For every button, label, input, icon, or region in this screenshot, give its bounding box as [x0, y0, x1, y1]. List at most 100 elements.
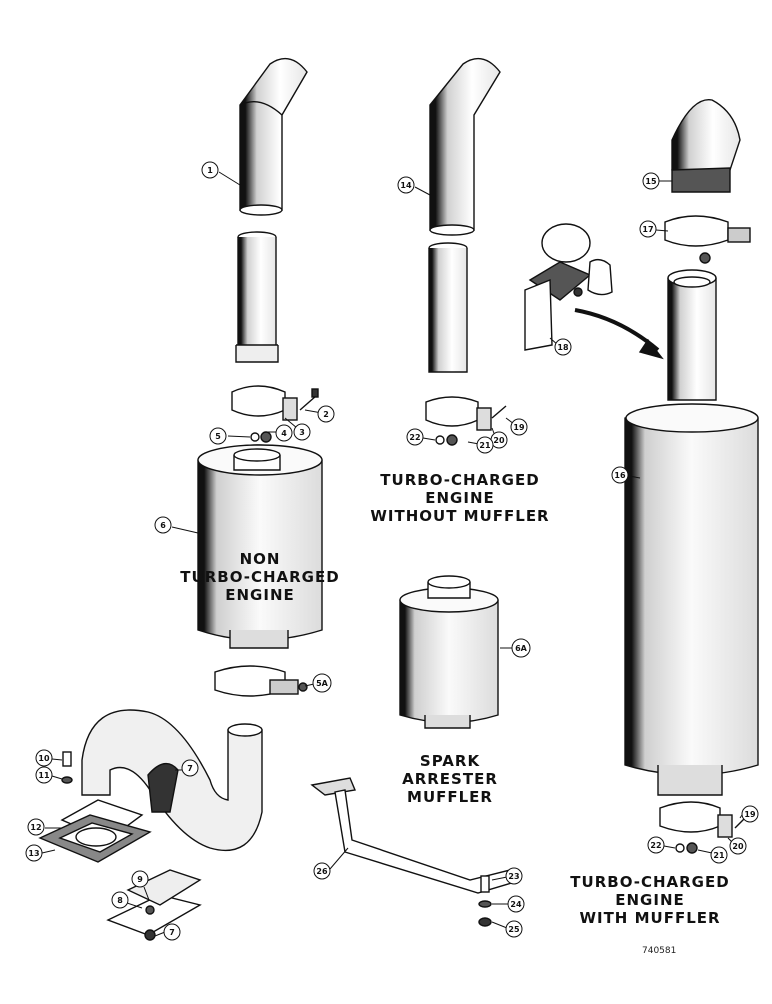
caption-line: NON — [239, 550, 281, 568]
svg-text:1: 1 — [207, 166, 213, 175]
svg-text:20: 20 — [732, 842, 744, 851]
caption-line: TURBO-CHARGED — [180, 568, 340, 586]
svg-text:15: 15 — [645, 177, 657, 186]
callout-26: 26 — [313, 847, 349, 880]
caption-line: ENGINE — [615, 891, 685, 909]
svg-text:11: 11 — [38, 771, 50, 780]
svg-text:10: 10 — [38, 754, 50, 763]
svg-text:8: 8 — [117, 896, 123, 905]
svg-text:12: 12 — [30, 823, 41, 832]
callout-22-lower: 22 — [647, 836, 676, 854]
svg-text:21: 21 — [713, 851, 725, 860]
caption-line: WITH MUFFLER — [579, 909, 721, 927]
callout-18: 18 — [549, 337, 572, 356]
caption-line: SPARK — [419, 752, 481, 770]
muffler-16 — [624, 269, 759, 796]
arrow-pointer — [574, 308, 664, 360]
svg-text:7: 7 — [169, 928, 175, 937]
exhaust-stack-upper-14 — [429, 57, 501, 236]
callout-7b: 7 — [154, 923, 181, 941]
svg-text:5: 5 — [215, 432, 221, 441]
svg-text:20: 20 — [493, 436, 505, 445]
svg-text:6A: 6A — [515, 644, 528, 653]
callout-10: 10 — [35, 749, 63, 767]
elbow-15 — [671, 99, 741, 193]
callout-6a: 6A — [500, 638, 531, 658]
svg-text:16: 16 — [614, 471, 626, 480]
clamp-1 — [231, 385, 319, 443]
caption-non-turbo: NON TURBO-CHARGED ENGINE — [150, 550, 370, 604]
callout-8: 8 — [111, 891, 143, 909]
muffler-non-turbo — [197, 444, 323, 649]
svg-text:25: 25 — [508, 925, 520, 934]
svg-text:7: 7 — [187, 764, 193, 773]
callout-2: 2 — [304, 405, 335, 423]
callout-7a: 7 — [175, 759, 199, 777]
svg-text:26: 26 — [316, 867, 328, 876]
svg-text:22: 22 — [409, 433, 420, 442]
caption-spark-arrester: SPARK ARRESTER MUFFLER — [380, 752, 520, 806]
caption-line: TURBO-CHARGED — [380, 471, 540, 489]
clamp-20-lower — [659, 801, 749, 854]
callout-4: 4 — [268, 424, 293, 442]
caption-line: ARRESTER — [402, 770, 498, 788]
svg-text:21: 21 — [479, 441, 491, 450]
callout-6: 6 — [154, 516, 199, 534]
callout-11: 11 — [35, 766, 63, 784]
svg-text:9: 9 — [137, 875, 143, 884]
callout-1: 1 — [201, 161, 241, 186]
svg-text:17: 17 — [642, 225, 653, 234]
caption-line: ENGINE — [425, 489, 495, 507]
svg-text:3: 3 — [299, 428, 305, 437]
bolt-23 — [478, 875, 492, 927]
clamp-5a — [214, 665, 308, 697]
exhaust-stack-upper-1 — [239, 57, 308, 216]
callout-20-lower: 20 — [727, 837, 747, 855]
svg-text:4: 4 — [281, 429, 287, 438]
caption-line: WITHOUT MUFFLER — [370, 507, 550, 525]
callout-19: 19 — [505, 417, 528, 436]
caption-line: ENGINE — [225, 586, 295, 604]
svg-text:6: 6 — [160, 521, 166, 530]
callout-22: 22 — [406, 428, 436, 446]
svg-text:18: 18 — [557, 343, 569, 352]
clamp-17 — [664, 215, 751, 264]
svg-text:23: 23 — [508, 872, 519, 881]
callout-3: 3 — [284, 417, 311, 441]
bolt-10 — [61, 751, 73, 784]
svg-text:2: 2 — [323, 410, 329, 419]
exhaust-pipe-lower-14 — [428, 242, 468, 373]
callouts: 1 2 3 4 5 6 5A 7 7 8 9 10 11 12 13 14 15… — [25, 161, 759, 941]
callout-20: 20 — [490, 427, 508, 449]
svg-text:19: 19 — [744, 810, 756, 819]
callout-25: 25 — [491, 920, 523, 938]
svg-text:22: 22 — [650, 841, 661, 850]
callout-13: 13 — [25, 844, 56, 862]
callout-5: 5 — [209, 427, 251, 445]
spark-arrester-cap-18 — [524, 223, 613, 351]
svg-text:5A: 5A — [316, 679, 329, 688]
callout-15: 15 — [642, 172, 672, 190]
caption-line: TURBO-CHARGED — [570, 873, 730, 891]
caption-line: MUFFLER — [407, 788, 493, 806]
callout-19-lower: 19 — [739, 805, 759, 823]
drawing-number: 740581 — [642, 946, 677, 956]
svg-text:13: 13 — [28, 849, 39, 858]
callout-12: 12 — [27, 818, 62, 836]
svg-text:19: 19 — [513, 423, 525, 432]
callout-5a: 5A — [304, 673, 332, 693]
caption-turbo-with-muffler: TURBO-CHARGED ENGINE WITH MUFFLER — [545, 873, 755, 927]
clamp-20 — [425, 396, 507, 446]
svg-text:14: 14 — [400, 181, 412, 190]
svg-text:24: 24 — [510, 900, 522, 909]
callout-21: 21 — [467, 436, 494, 454]
callout-24: 24 — [492, 895, 525, 913]
exhaust-elbow-pipe — [81, 709, 263, 852]
caption-turbo-without-muffler: TURBO-CHARGED ENGINE WITHOUT MUFFLER — [345, 471, 575, 525]
callout-14: 14 — [397, 176, 431, 196]
callout-21-lower: 21 — [697, 846, 728, 864]
callout-16: 16 — [611, 466, 641, 484]
exhaust-pipe-lower-1 — [235, 231, 279, 363]
